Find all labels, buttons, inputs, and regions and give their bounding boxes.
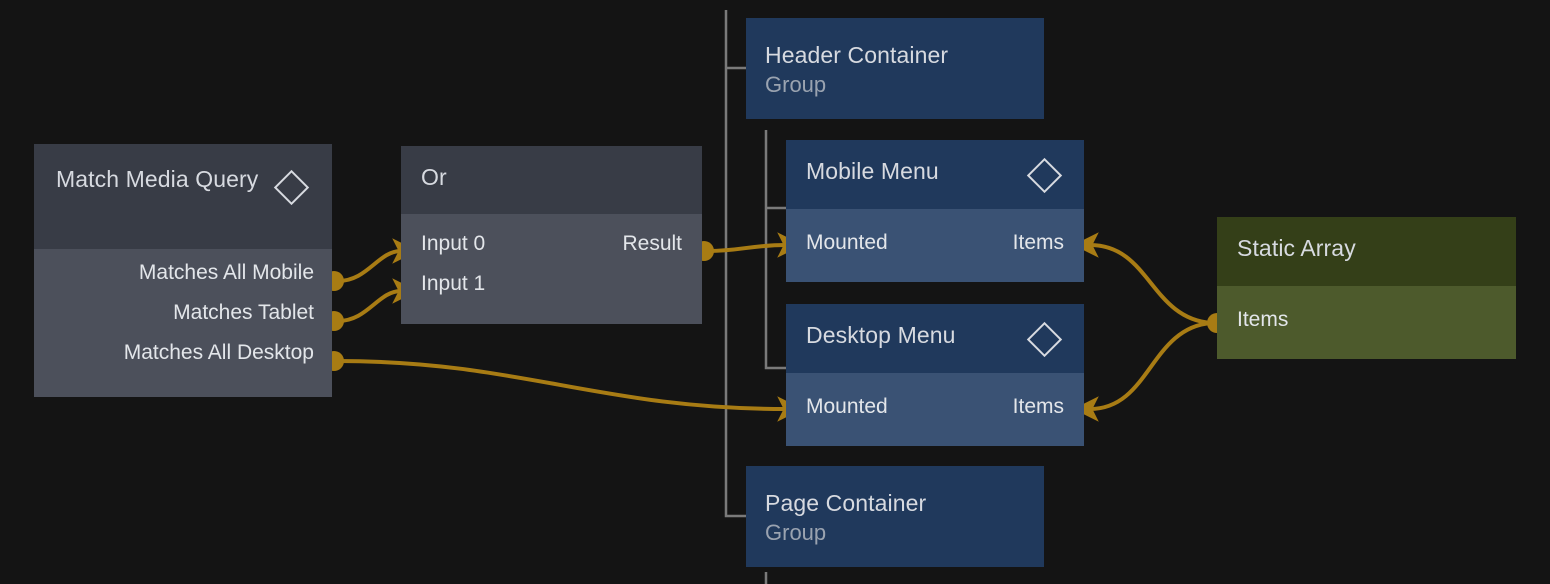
node-header[interactable]: Header Container Group xyxy=(746,18,1044,119)
diamond-icon xyxy=(273,169,310,206)
output-port-matches-all-desktop[interactable]: Matches All Desktop xyxy=(34,333,314,373)
input-port-label-input-1: Input 1 xyxy=(421,272,486,295)
node-title: Desktop Menu xyxy=(806,322,956,348)
node-header[interactable]: Match Media Query xyxy=(34,144,332,249)
node-header[interactable]: Static Array xyxy=(1217,217,1516,286)
node-title: Page Container xyxy=(765,490,927,516)
output-port-label-result: Result xyxy=(622,232,682,255)
node-header[interactable]: Mobile Menu xyxy=(786,140,1084,209)
port-row-input0-result[interactable]: Input 0 Result xyxy=(421,224,682,264)
input-port-label-items: Items xyxy=(1012,395,1064,418)
port-label: Matches All Desktop xyxy=(123,341,314,364)
output-port-matches-all-mobile[interactable]: Matches All Mobile xyxy=(34,253,314,293)
node-header[interactable]: Desktop Menu xyxy=(786,304,1084,373)
node-title: Static Array xyxy=(1237,235,1356,261)
node-body[interactable]: Mounted Items xyxy=(786,373,1084,446)
port-label: Matches All Mobile xyxy=(138,261,314,284)
node-body[interactable]: Matches All Mobile Matches Tablet Matche… xyxy=(34,249,332,397)
node-match-media-query[interactable]: Match Media Query Matches All Mobile Mat… xyxy=(34,144,332,397)
node-title: Match Media Query xyxy=(56,166,259,192)
node-title: Header Container xyxy=(765,42,949,68)
node-header[interactable]: Page Container Group xyxy=(746,466,1044,567)
node-header-container[interactable]: Header Container Group xyxy=(746,18,1044,119)
node-mobile-menu[interactable]: Mobile Menu Mounted Items xyxy=(786,140,1084,282)
node-page-container[interactable]: Page Container Group xyxy=(746,466,1044,567)
output-port-matches-tablet[interactable]: Matches Tablet xyxy=(34,293,314,333)
port-label: Items xyxy=(1237,308,1289,331)
node-body[interactable]: Mounted Items xyxy=(786,209,1084,282)
node-desktop-menu[interactable]: Desktop Menu Mounted Items xyxy=(786,304,1084,446)
port-row-mounted-items[interactable]: Mounted Items xyxy=(806,387,1064,427)
input-port-label-items: Items xyxy=(1012,231,1064,254)
input-port-label-mounted: Mounted xyxy=(806,231,888,254)
output-port-items[interactable]: Items xyxy=(1237,300,1496,340)
node-subtitle: Group xyxy=(765,520,827,545)
input-port-label-input-0: Input 0 xyxy=(421,232,486,255)
node-title: Mobile Menu xyxy=(806,158,939,184)
node-body[interactable]: Input 0 Result Input 1 xyxy=(401,214,702,324)
node-subtitle: Group xyxy=(765,72,827,97)
node-header[interactable]: Or xyxy=(401,146,702,214)
node-body[interactable]: Items xyxy=(1217,286,1516,359)
port-row-input1[interactable]: Input 1 xyxy=(421,264,682,304)
node-title: Or xyxy=(421,164,447,190)
port-label: Matches Tablet xyxy=(173,301,314,324)
node-static-array[interactable]: Static Array Items xyxy=(1217,217,1516,359)
port-row-mounted-items[interactable]: Mounted Items xyxy=(806,223,1064,263)
node-or[interactable]: Or Input 0 Result Input 1 xyxy=(401,146,702,324)
input-port-label-mounted: Mounted xyxy=(806,395,888,418)
